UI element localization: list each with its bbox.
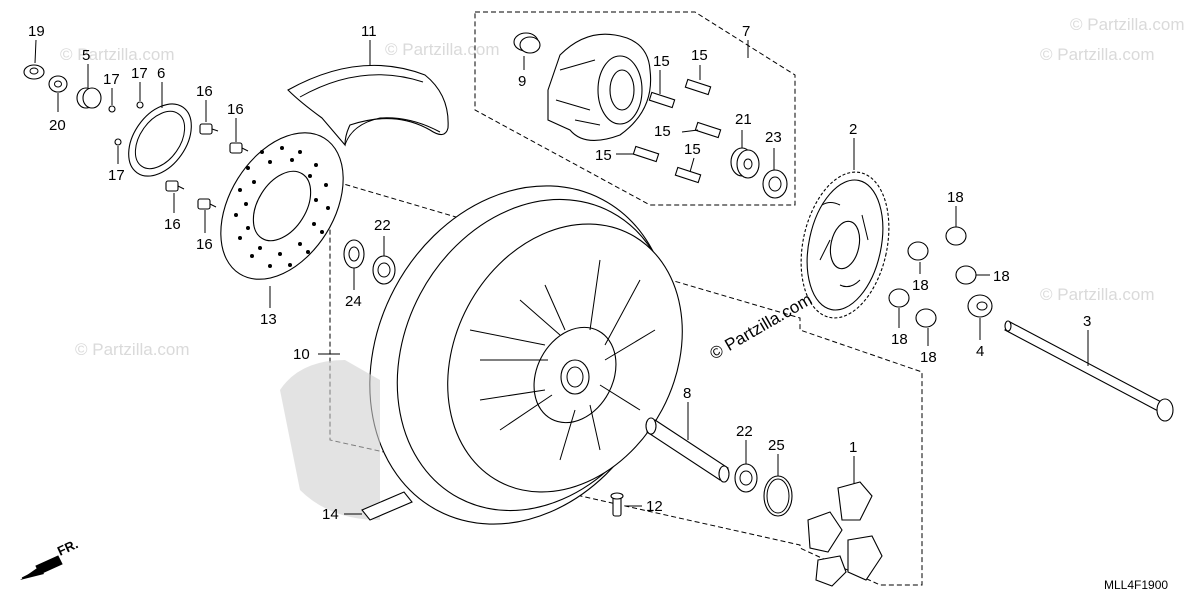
collar-4: [967, 294, 993, 318]
callout-23: 23: [765, 129, 782, 146]
callout-6: 6: [157, 65, 165, 82]
collar-21: [730, 147, 760, 179]
callout-17: 17: [108, 167, 125, 184]
callout-12: 12: [646, 498, 663, 515]
sprocket: [800, 171, 890, 319]
hub-assembly-outline: [474, 11, 796, 206]
callout-13: 13: [260, 311, 277, 328]
callout-3: 3: [1083, 313, 1091, 330]
nut-18: [888, 226, 977, 328]
callout-7: 7: [742, 23, 750, 40]
callout-9: 9: [518, 73, 526, 90]
callout-15: 15: [654, 123, 671, 140]
front-direction-indicator: FR.: [20, 536, 80, 580]
callout-18: 18: [920, 349, 937, 366]
callout-15: 15: [595, 147, 612, 164]
callout-24: 24: [345, 293, 362, 310]
callout-1: 1: [849, 439, 857, 456]
collar-9: [513, 32, 541, 54]
callout-16: 16: [164, 216, 181, 233]
o-ring: [763, 475, 793, 517]
callout-15: 15: [691, 47, 708, 64]
callout-22: 22: [736, 423, 753, 440]
callout-14: 14: [322, 506, 339, 523]
callout-labels: 19 20 5 17 17 17 6 16 16 16 16 13 11 9 1…: [28, 23, 1091, 523]
center-watermark: © Partzilla.com: [707, 290, 816, 364]
leader-lines: [34, 39, 1089, 515]
driven-flange-hub: [547, 33, 652, 141]
stud-15: [632, 78, 722, 184]
diagram-code: MLL4F1900: [1104, 578, 1168, 592]
rear-wheel: [369, 185, 683, 525]
front-label: FR.: [55, 536, 80, 558]
watermark-text: © Partzilla.com: [385, 40, 500, 59]
bearing-22-lower: [734, 463, 758, 493]
watermark-text: © Partzilla.com: [75, 340, 190, 359]
callout-25: 25: [768, 437, 785, 454]
callout-18: 18: [993, 268, 1010, 285]
callout-22: 22: [374, 217, 391, 234]
callout-8: 8: [683, 385, 691, 402]
callout-16: 16: [227, 101, 244, 118]
callout-16: 16: [196, 83, 213, 100]
callout-2: 2: [849, 121, 857, 138]
collar-5: [76, 87, 102, 109]
callout-15: 15: [653, 53, 670, 70]
oil-seal-24: [343, 239, 365, 269]
callout-19: 19: [28, 23, 45, 40]
air-valve: [610, 492, 624, 517]
callout-21: 21: [735, 111, 752, 128]
callout-5: 5: [82, 47, 90, 64]
watermark-text: © Partzilla.com: [1040, 285, 1155, 304]
bearing-22: [372, 255, 396, 285]
balance-weight: [361, 491, 413, 521]
distance-collar: [645, 417, 730, 483]
screw-17: [108, 101, 144, 146]
callout-15: 15: [684, 141, 701, 158]
washer-20: [48, 75, 68, 93]
callout-16: 16: [196, 236, 213, 253]
shadow-pattern: [280, 360, 380, 520]
pulser-ring: [128, 103, 192, 177]
rear-axle: [1004, 320, 1174, 422]
brake-disc: [220, 132, 344, 280]
callout-18: 18: [891, 331, 908, 348]
wheel-damper-rubbers: [807, 481, 883, 587]
oil-seal-23: [762, 169, 788, 199]
callout-18: 18: [912, 277, 929, 294]
watermark-text: © Partzilla.com: [1070, 15, 1185, 34]
callout-11: 11: [361, 23, 377, 40]
callout-17: 17: [131, 65, 148, 82]
callout-10: 10: [293, 346, 310, 363]
bolt-16: [165, 123, 249, 210]
watermark-text: © Partzilla.com: [1040, 45, 1155, 64]
callout-20: 20: [49, 117, 66, 134]
callout-4: 4: [976, 343, 984, 360]
callout-18: 18: [947, 189, 964, 206]
nut-19: [23, 64, 45, 80]
callout-17: 17: [103, 71, 120, 88]
watermarks: © Partzilla.com © Partzilla.com © Partzi…: [60, 15, 1185, 359]
watermark-text: © Partzilla.com: [60, 45, 175, 64]
tire: [287, 64, 449, 147]
